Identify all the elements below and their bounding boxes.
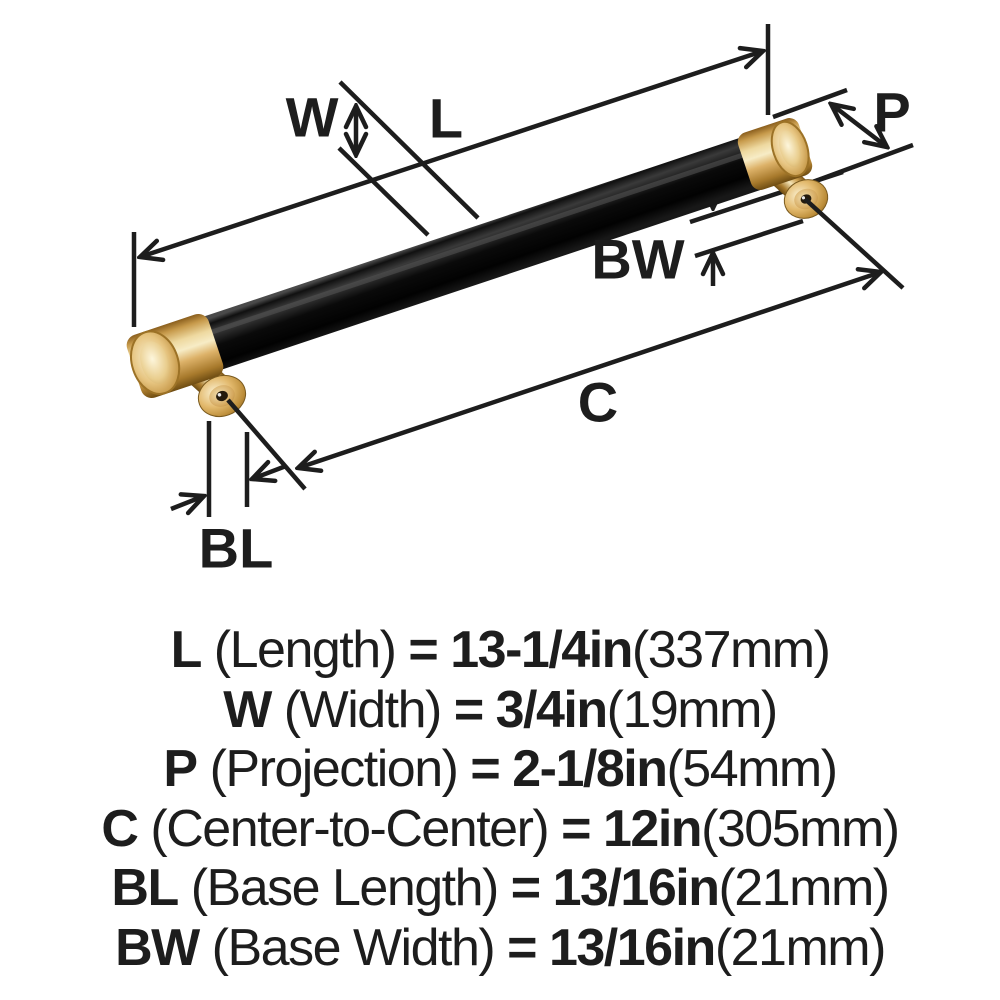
spec-value-imperial: 13-1/4in (450, 621, 633, 679)
spec-value-imperial: 13/16in (548, 918, 716, 977)
left-screw-extension-line (226, 398, 307, 491)
dimension-length-L (131, 24, 771, 327)
center-to-center-dimension-line (298, 272, 881, 468)
dimension-base-length-BL (170, 421, 287, 517)
equals-sign: = (507, 918, 537, 977)
label-P: P (873, 81, 910, 144)
length-dimension-line (140, 51, 763, 257)
right-end-cap (737, 118, 813, 190)
dimension-spec-list: L (Length) = 13-1/4in(337mm) W (Width) =… (0, 621, 1000, 978)
handle-bar-highlight (199, 147, 759, 339)
spec-name: (Base Length) (190, 859, 500, 917)
base-length-arrow-left (170, 496, 204, 509)
spec-name: (Width) (283, 680, 443, 739)
spec-line-width: W (Width) = 3/4in(19mm) (0, 681, 1000, 741)
projection-arrow (831, 104, 887, 147)
spec-line-projection: P (Projection) = 2-1/8in(54mm) (0, 740, 1000, 800)
left-end-cap (126, 313, 224, 399)
spec-line-center-to-center: C (Center-to-Center) = 12in(305mm) (0, 800, 1000, 860)
right-screw-glint (801, 196, 806, 200)
spec-name: (Projection) (209, 740, 459, 798)
spec-value-imperial: 13/16in (552, 859, 720, 917)
spec-name: (Center-to-Center) (150, 799, 549, 858)
equals-sign: = (408, 621, 438, 679)
spec-line-length: L (Length) = 13-1/4in(337mm) (0, 621, 1000, 681)
handle-bar (164, 132, 790, 378)
label-W: W (286, 86, 339, 149)
spec-value-imperial: 12in (603, 799, 703, 858)
dimension-width-W (337, 80, 480, 237)
spec-key: BL (111, 859, 179, 917)
equals-sign: = (453, 680, 484, 739)
width-witness-line-inner (337, 146, 430, 237)
base-length-arrow-right (252, 466, 287, 479)
base-width-witness-line-upper (689, 169, 844, 225)
spec-key: W (223, 680, 272, 739)
right-cap-face-inner (778, 130, 802, 168)
label-C: C (578, 371, 618, 434)
handle-dimension-drawing: W L P BW C BL (126, 24, 914, 580)
equals-sign: = (470, 740, 500, 798)
spec-value-imperial: 3/4in (495, 680, 609, 739)
left-cap-face-inner (140, 341, 171, 384)
spec-key: C (101, 799, 139, 858)
spec-value-metric: (305mm) (701, 799, 900, 858)
spec-name: (Base Width) (211, 918, 496, 977)
left-screw-glint (217, 393, 222, 397)
spec-value-metric: (19mm) (606, 680, 779, 739)
spec-value-metric: (21mm) (718, 859, 890, 917)
spec-key: BW (115, 918, 200, 977)
label-BW: BW (591, 228, 684, 291)
spec-key: L (170, 621, 203, 679)
spec-line-base-width: BW (Base Width) = 13/16in(21mm) (0, 919, 1000, 979)
cabinet-pull-handle (126, 118, 829, 418)
dimension-center-to-center-C (298, 272, 881, 468)
spec-line-base-length: BL (Base Length) = 13/16in(21mm) (0, 859, 1000, 919)
spec-key: P (163, 740, 198, 798)
projection-witness-line-top (772, 87, 848, 120)
spec-value-imperial: 2-1/8in (512, 740, 668, 798)
equals-sign: = (510, 859, 541, 917)
spec-value-metric: (337mm) (631, 621, 831, 679)
equals-sign: = (561, 799, 591, 858)
spec-value-metric: (21mm) (714, 918, 887, 977)
right-screw-extension-line (803, 197, 905, 290)
label-L: L (429, 87, 463, 150)
spec-name: (Length) (213, 621, 397, 679)
spec-value-metric: (54mm) (666, 740, 838, 798)
label-BL: BL (199, 517, 274, 580)
base-width-witness-line-lower (694, 218, 804, 259)
